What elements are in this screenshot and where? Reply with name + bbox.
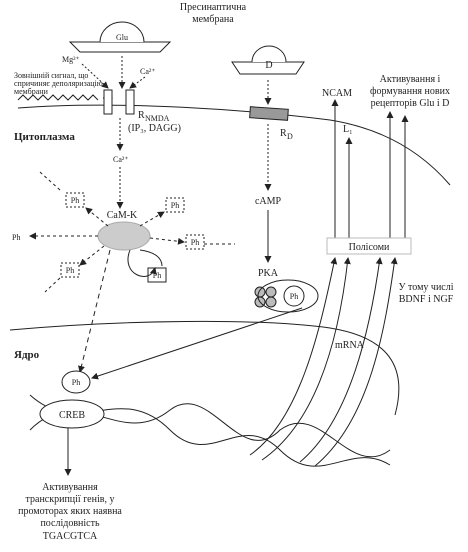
transcription-label-2: транскрипції генів, у [26,494,115,505]
bdnf-label-2: BDNF і NGF [399,294,454,305]
zigzag-signal [17,94,99,101]
ncam-label: NCAM [322,88,352,99]
ip-dag-label: (IP₃, DAGG) [128,123,181,134]
dopamine-vesicle [251,45,287,63]
activation-label-3: рецепторів Glu і D [371,98,450,109]
r-d-label: R [280,128,287,139]
pka-ph-label: Ph [290,292,298,301]
depolarization-label-2: спричиняє деполяризацію [14,79,103,88]
polysomes-label: Полісоми [349,242,390,253]
cytoplasm-label: Цитоплазма [14,131,75,143]
autophosphorylation-arrow [127,249,157,277]
ph-box-top-right [165,197,185,213]
ca-cyto-label: Ca²⁺ [113,155,129,164]
polysome-output-arrows [331,99,409,240]
creb-ph-circle [61,370,91,394]
nuclear-envelope-line [9,320,400,416]
transcription-label-1: Активування [42,482,98,493]
r-d-sub: D [287,132,293,141]
mg-arrow [81,63,109,89]
creb-protein [39,399,105,429]
pka-complex [257,279,319,313]
glu-label: Glu [116,33,128,42]
ph-box-top-left [65,192,85,208]
ca-arrow [129,76,146,89]
camk-to-creb-arrow [78,249,111,373]
ph-label-1: Ph [71,196,79,205]
sequence-label: TGACGTCA [43,531,98,542]
r-nmda-label: R [138,110,145,121]
pka-ph-circle [283,285,305,307]
camk-label: CaM-K [107,210,138,221]
cell-membrane-line [17,104,451,186]
activation-label-2: формування нових [370,86,450,97]
creb-ph-label: Ph [72,378,80,387]
depolarization-label-1: Зовнішній сигнал, що [14,71,88,80]
camk-phosphorylation-arrows [29,171,235,293]
mrna-label: mRNA [335,340,365,351]
creb-label: CREB [59,410,85,421]
pka-label: PKA [258,268,279,279]
nmda-receptor-left [103,89,113,115]
camp-label: cAMP [255,196,282,207]
r-nmda-sub: NMDA [145,114,170,123]
ph-label-2: Ph [171,201,179,210]
presynaptic-cup [68,41,172,53]
camk-loop [139,249,163,267]
ph-box-bottom-left [60,262,80,278]
d-receptor [249,106,289,121]
mg-label: Mg²⁺ [62,55,80,64]
nucleus-label: Ядро [14,349,40,361]
ph-label-far-left: Ph [12,233,20,242]
ca-label: Ca²⁺ [140,67,156,76]
polysomes-box [326,237,412,255]
nmda-receptor-right [125,89,135,115]
transcription-label-4: послідовність [40,518,100,529]
pka-to-creb-arrow [91,307,303,380]
ph-label-4: Ph [66,266,74,275]
presynaptic-label-2: мембрана [192,14,234,25]
ph-label-5: Ph [153,271,161,280]
camk-enzyme [97,221,151,251]
presynaptic-label-1: Пресинаптична [180,2,247,13]
l1-label: L₁ [343,124,353,135]
activation-label-1: Активування і [380,74,441,85]
glu-vesicle [99,21,145,43]
depolarization-label-3: мембрани [14,87,49,96]
d-label: D [265,60,272,71]
ph-box-right [185,234,205,250]
bdnf-label-1: У тому числі [398,282,453,293]
transcription-label-3: промоторах яких наявна [18,506,122,517]
ph-label-3: Ph [191,238,199,247]
mrna-strands [249,257,398,467]
